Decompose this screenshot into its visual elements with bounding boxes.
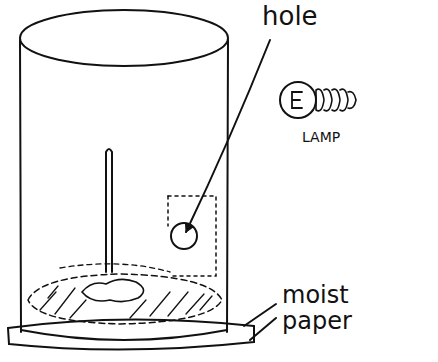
paper-label: moist paper (282, 282, 366, 334)
hole-label: hole (262, 2, 382, 31)
lamp-label: LAMP (302, 130, 382, 145)
